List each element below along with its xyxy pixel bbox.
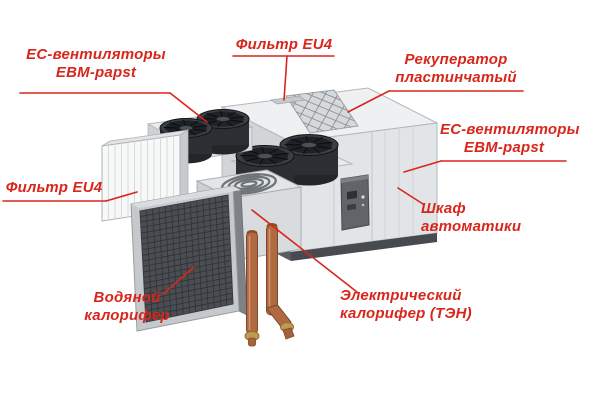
label-ec-fans-right: ЕС-вентиляторы EBM-papst bbox=[440, 121, 580, 157]
label-text: калорифер (ТЭН) bbox=[340, 305, 472, 322]
label-text: Фильтр EU4 bbox=[235, 36, 333, 53]
top-filter-slot bbox=[269, 95, 307, 105]
label-text: ЕС-вентиляторы bbox=[440, 121, 580, 138]
label-text: Фильтр EU4 bbox=[5, 179, 103, 196]
label-text: калорифер bbox=[84, 307, 170, 324]
label-text: EBM-papst bbox=[463, 139, 545, 156]
label-control-cabinet: Шкаф автоматики bbox=[421, 200, 533, 236]
water-heater-coil bbox=[130, 185, 248, 332]
label-text: Рекуператор bbox=[404, 51, 508, 68]
label-text: Водяной bbox=[93, 289, 161, 306]
label-recuperator: Рекуператор пластинчатый bbox=[388, 51, 524, 87]
recuperator-panel bbox=[285, 89, 359, 134]
label-filter-top: Фильтр EU4 bbox=[233, 36, 335, 54]
label-text: автоматики bbox=[421, 218, 522, 235]
label-text: Электрический bbox=[340, 287, 462, 304]
leader-lines bbox=[2, 55, 567, 295]
label-text: ЕС-вентиляторы bbox=[26, 46, 166, 63]
label-water-heater: Водяной калорифер bbox=[60, 289, 194, 325]
label-ec-fans-left: ЕС-вентиляторы EBM-papst bbox=[20, 46, 172, 82]
label-text: пластинчатый bbox=[395, 69, 517, 86]
label-electric-heater: Электрический калорифер (ТЭН) bbox=[340, 287, 506, 323]
label-filter-left: Фильтр EU4 bbox=[2, 179, 106, 197]
label-text: EBM-papst bbox=[55, 64, 137, 81]
control-cabinet-box bbox=[340, 174, 370, 231]
label-text: Шкаф bbox=[421, 200, 466, 217]
